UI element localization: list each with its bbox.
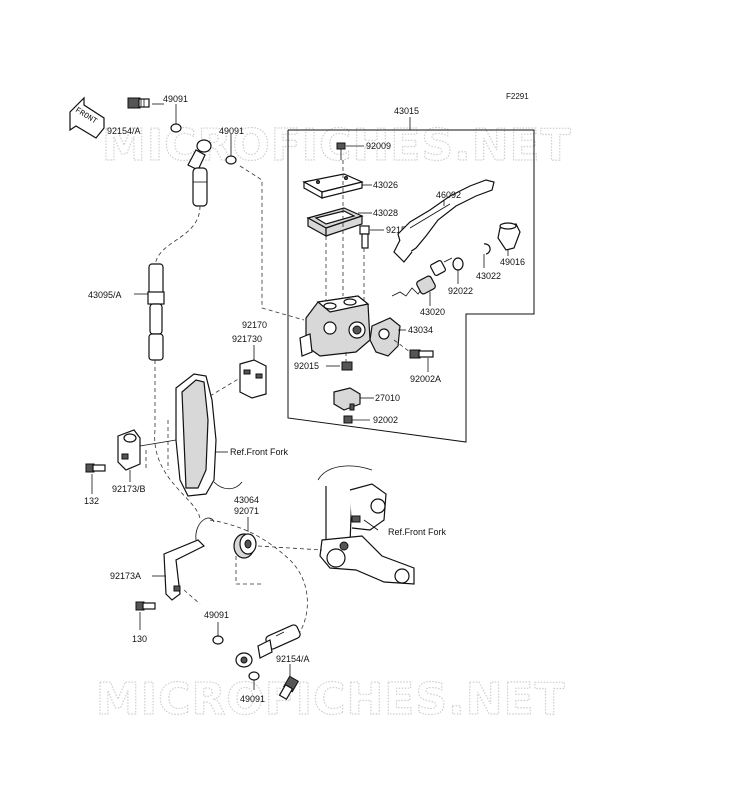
diaphragm-43028 — [306, 207, 364, 238]
piston-assembly-43020 — [391, 257, 453, 297]
brake-hose-dashed-1 — [154, 205, 201, 269]
label-92173C: 921730 — [232, 334, 262, 344]
brake-hose-middle — [147, 263, 165, 361]
dash-bracket-down — [183, 589, 201, 605]
label-43064: 43064 — [234, 495, 259, 505]
washer-92022 — [452, 257, 464, 271]
circlip-43022 — [483, 243, 491, 255]
brake-hose-upper-fitting — [187, 139, 212, 207]
front-arrow-icon: FRONT — [69, 96, 105, 139]
dash-guard-to-clamp — [209, 377, 241, 397]
leader-ref-front-fork-2 — [363, 519, 379, 531]
label-43015: 43015 — [394, 106, 419, 116]
label-43028: 43028 — [373, 208, 398, 218]
hose-clamp-92173B — [117, 429, 141, 471]
pivot-bolt-92150 — [359, 225, 370, 249]
grommet-43064 — [233, 533, 257, 559]
label-49091-d: 49091 — [240, 694, 265, 704]
brake-lever-46092 — [393, 179, 495, 263]
label-92071: 92071 — [234, 506, 259, 516]
label-ref-front-fork-1: Ref.Front Fork — [230, 447, 289, 457]
label-49016: 49016 — [500, 257, 525, 267]
washer-49091-a — [170, 123, 182, 133]
diagram-code: F2291 — [506, 92, 529, 101]
label-132: 132 — [84, 496, 99, 506]
label-43026: 43026 — [373, 180, 398, 190]
label-92002A: 92002A — [410, 374, 441, 384]
label-92154A-bot: 92154/A — [276, 654, 310, 664]
label-92015: 92015 — [294, 361, 319, 371]
banjo-bolt-top — [127, 97, 150, 109]
clamp-92170 — [239, 359, 267, 399]
screw-92009 — [336, 142, 346, 160]
hose-to-master-cylinder-dashed — [239, 165, 305, 321]
hose-clamp-b-to-guard — [139, 439, 177, 447]
fork-tube-outline-left — [145, 420, 169, 470]
label-43095A: 43095/A — [88, 290, 122, 300]
label-92002: 92002 — [373, 415, 398, 425]
brake-hose-dashed-4 — [209, 519, 308, 633]
bleeder-92015 — [341, 361, 353, 371]
fork-guard — [175, 373, 217, 497]
label-27010: 27010 — [375, 393, 400, 403]
label-46092: 46092 — [436, 190, 461, 200]
clamp-43034 — [369, 317, 401, 357]
bolt-130 — [135, 601, 156, 611]
washer-49091-c — [212, 635, 224, 645]
bolt-92002A — [409, 349, 434, 359]
washer-49091-b — [225, 155, 237, 165]
label-130: 130 — [132, 634, 147, 644]
washer-49091-d — [248, 671, 260, 681]
label-92173A: 92173A — [110, 571, 141, 581]
assembly-box-outline — [287, 129, 535, 443]
brake-hose-lower-hook — [195, 517, 215, 541]
label-92022: 92022 — [448, 286, 473, 296]
banjo-bolt-bottom — [278, 675, 300, 701]
screw-92002 — [343, 415, 353, 424]
label-43020: 43020 — [420, 307, 445, 317]
bracket-92173A — [163, 539, 206, 601]
dust-cover-49016 — [497, 222, 521, 251]
dash-clamp-to-bolt — [393, 339, 411, 353]
brake-hose-dashed-3 — [154, 429, 201, 521]
label-49091-a: 49091 — [163, 94, 188, 104]
watermark-bottom: MICROFICHES.NET — [96, 674, 566, 725]
master-cylinder-body — [299, 295, 371, 357]
dash-grommet-to-fork — [257, 545, 323, 551]
label-49091-b: 49091 — [219, 126, 244, 136]
label-43022: 43022 — [476, 271, 501, 281]
fork-outline-curve — [213, 481, 243, 490]
label-ref-front-fork-2: Ref.Front Fork — [388, 527, 447, 537]
label-92173B: 92173/B — [112, 484, 146, 494]
bolt-132 — [85, 463, 106, 473]
front-fork-lower — [317, 465, 415, 585]
brake-hose-lower-fitting — [235, 624, 301, 668]
label-92154A-top: 92154/A — [107, 126, 141, 136]
label-92009: 92009 — [366, 141, 391, 151]
label-49091-c: 49091 — [204, 610, 229, 620]
label-43034: 43034 — [408, 325, 433, 335]
label-92150: 92150 — [386, 225, 411, 235]
reservoir-cap-43026 — [302, 173, 364, 200]
brake-switch-27010 — [333, 387, 361, 411]
label-92170: 92170 — [242, 320, 267, 330]
